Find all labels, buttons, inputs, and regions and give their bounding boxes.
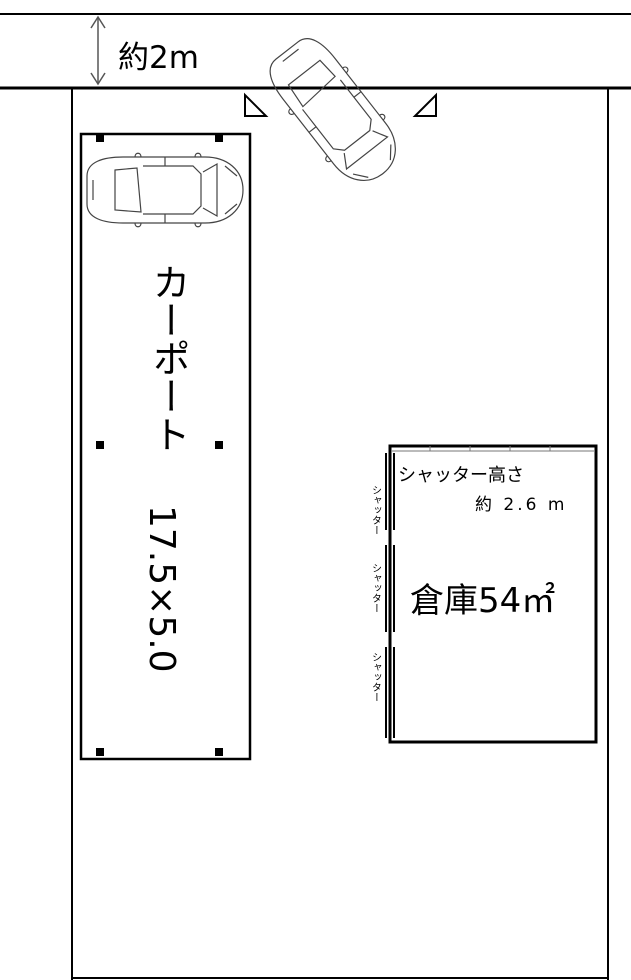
shutter-lines xyxy=(385,453,395,738)
shutter-height-value: 約 2.6 m xyxy=(475,495,567,515)
shutter-label-3: シャッター xyxy=(370,652,382,702)
carport-dimensions: 17.5×5.0 xyxy=(141,505,182,673)
warehouse-top-marks xyxy=(429,446,551,451)
warehouse-outline xyxy=(388,444,598,744)
carport-outline xyxy=(79,132,252,761)
carport-posts xyxy=(96,134,223,756)
shutter-label-1: シャッター xyxy=(370,485,382,535)
road-width-dimension xyxy=(90,15,106,86)
shutter-height-title: シャッター高さ xyxy=(398,465,524,486)
car-icon-entering xyxy=(269,38,396,181)
car-icon-carport xyxy=(86,152,244,228)
corner-cut-left xyxy=(244,92,269,117)
shutter-label-2: シャッター xyxy=(370,563,382,613)
warehouse-label: 倉庫54㎡ xyxy=(410,581,555,621)
corner-cut-right xyxy=(412,92,437,117)
road-width-label: 約2m xyxy=(118,40,199,76)
property-boundary xyxy=(71,88,609,980)
carport-label: カーポート xyxy=(146,263,190,453)
